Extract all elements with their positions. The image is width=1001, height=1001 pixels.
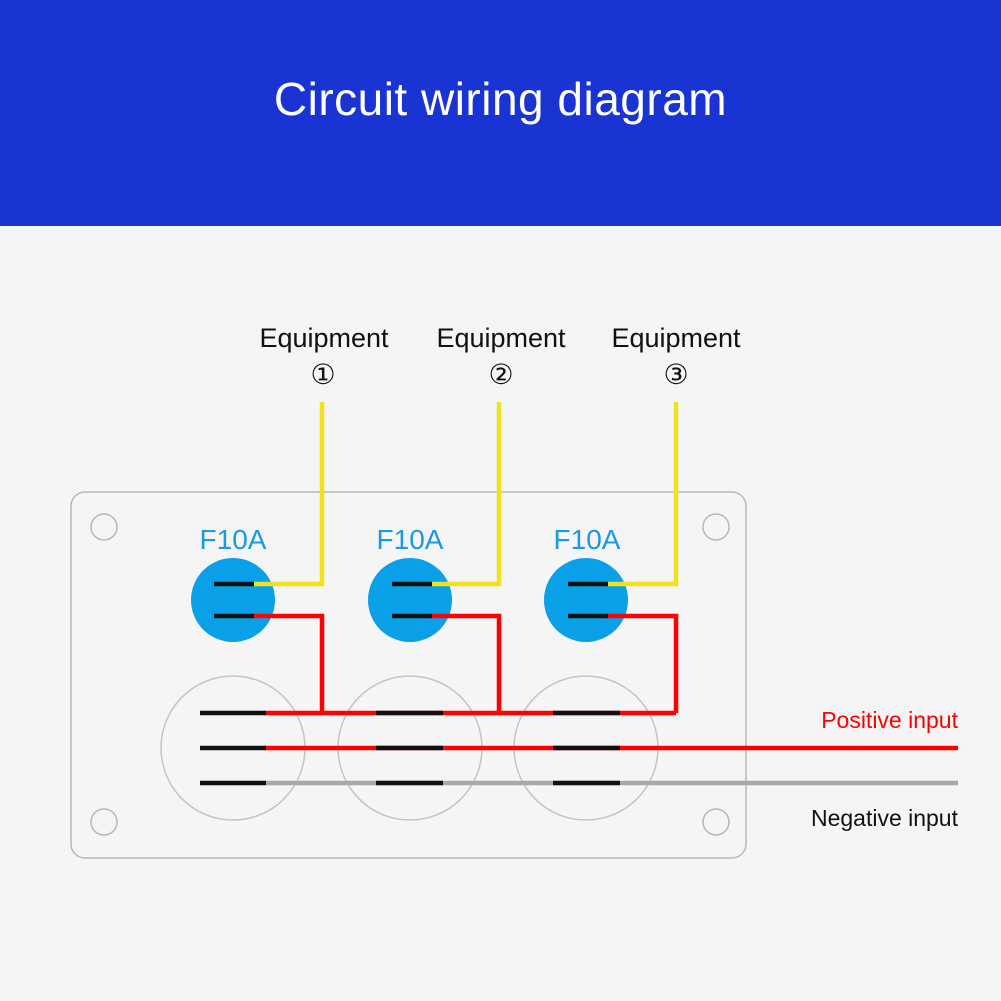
mounting-hole [702,513,730,541]
header-banner: Circuit wiring diagram [0,0,1001,226]
fuse-holder-1 [191,558,275,642]
mounting-hole [90,808,118,836]
fuse-label-1: F10A [200,524,267,555]
switch-panel [70,491,747,859]
equipment-number-2: ② [488,359,513,390]
equipment-number-1: ① [310,359,335,390]
positive-input-label: Positive input [821,707,958,733]
fuse-feed-wire-3 [605,613,679,713]
fuse-feed-wire-2 [430,613,502,713]
equipment-label-1: Equipment [259,323,389,353]
fuse-holder-2 [368,558,452,642]
fuse-label-3: F10A [554,524,621,555]
negative-input-label: Negative input [811,805,959,831]
fuse-label-2: F10A [377,524,444,555]
mounting-hole [702,808,730,836]
load-wire-2 [430,402,502,587]
load-wire-1 [252,402,325,587]
mounting-hole [90,513,118,541]
equipment-number-3: ③ [663,359,688,390]
equipment-label-2: Equipment [436,323,566,353]
page-title: Circuit wiring diagram [273,73,728,125]
load-wire-3 [605,402,679,587]
fuse-terminals [214,581,608,619]
fuse-feed-wire-1 [252,613,325,713]
equipment-label-3: Equipment [611,323,741,353]
fuse-holder-3 [544,558,628,642]
switch-terminals [200,710,620,786]
